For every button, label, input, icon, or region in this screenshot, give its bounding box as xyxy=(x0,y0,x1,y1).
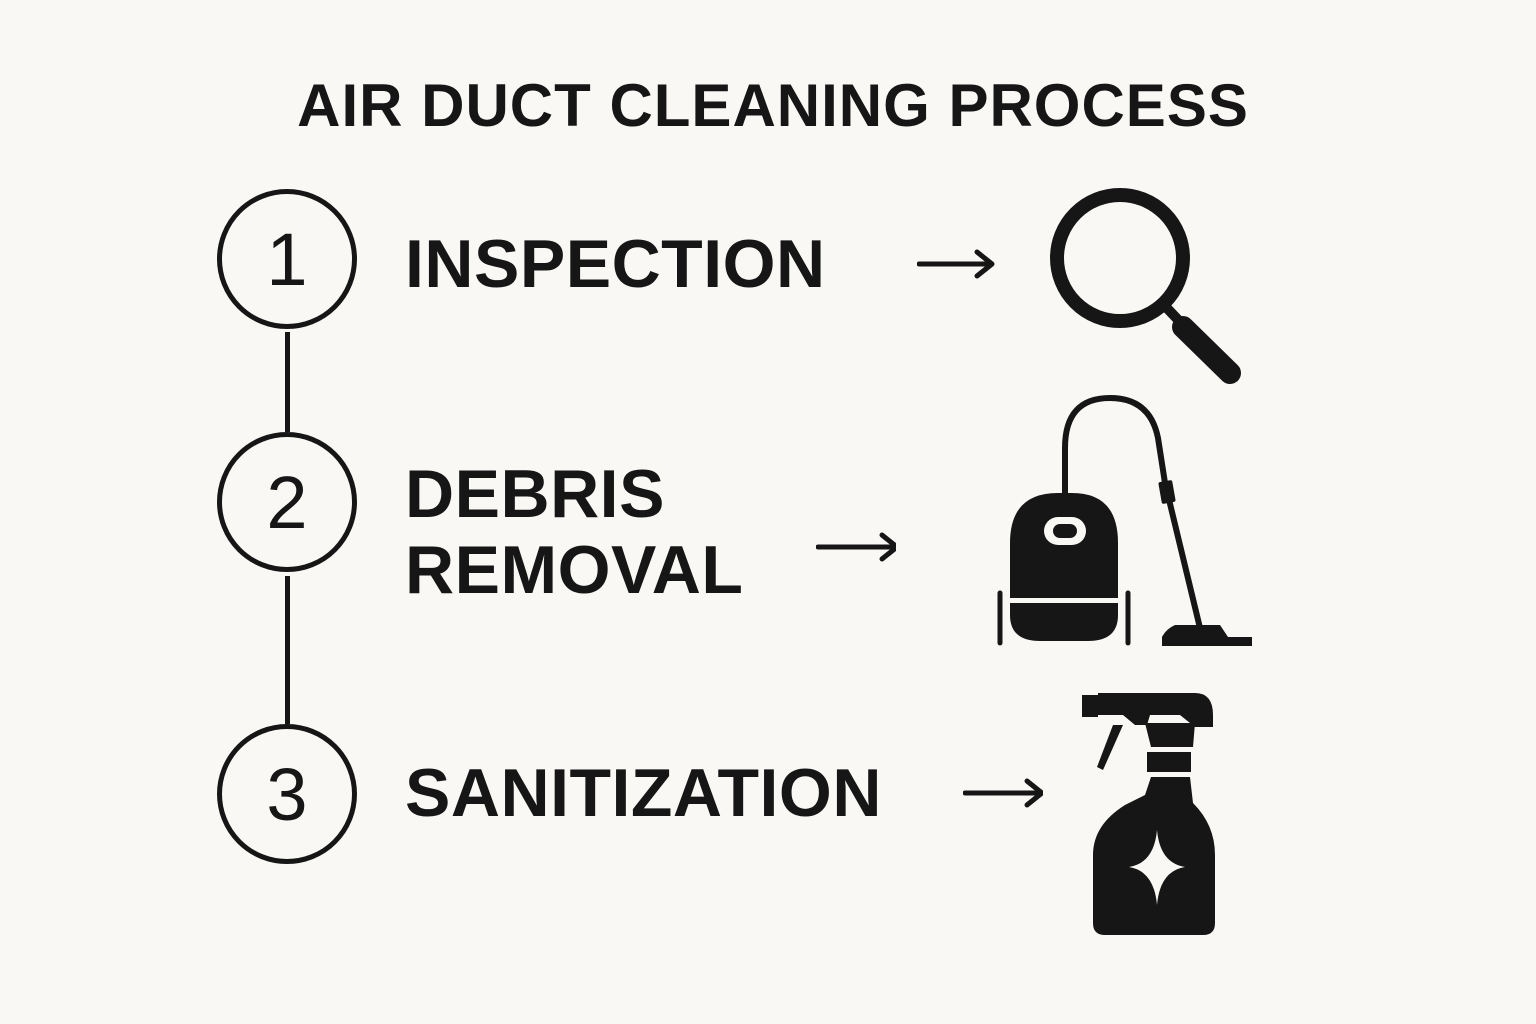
arrow-right-icon xyxy=(917,249,995,279)
diagram-title: AIR DUCT CLEANING PROCESS xyxy=(297,72,1249,139)
step-number-circle: 3 xyxy=(217,724,357,864)
step-label-line: DEBRIS xyxy=(405,456,665,532)
step-label: DEBRIS REMOVAL xyxy=(405,456,743,608)
arrow-right-icon xyxy=(963,778,1043,808)
magnifying-glass-icon xyxy=(1050,188,1241,384)
step-number-circle: 2 xyxy=(217,432,357,572)
vacuum-cleaner-icon xyxy=(997,394,1252,646)
step-number-circle: 1 xyxy=(217,189,357,329)
step-number: 1 xyxy=(266,217,308,301)
connector-line-1-2 xyxy=(285,332,290,432)
step-label: INSPECTION xyxy=(405,226,826,302)
arrow-right-icon xyxy=(816,532,896,562)
step-label-line: REMOVAL xyxy=(405,532,744,608)
step-label: SANITIZATION xyxy=(405,755,882,831)
spray-bottle-icon xyxy=(1082,693,1215,935)
step-number: 3 xyxy=(266,752,308,836)
step-number: 2 xyxy=(266,460,308,544)
connector-line-2-3 xyxy=(285,576,290,724)
